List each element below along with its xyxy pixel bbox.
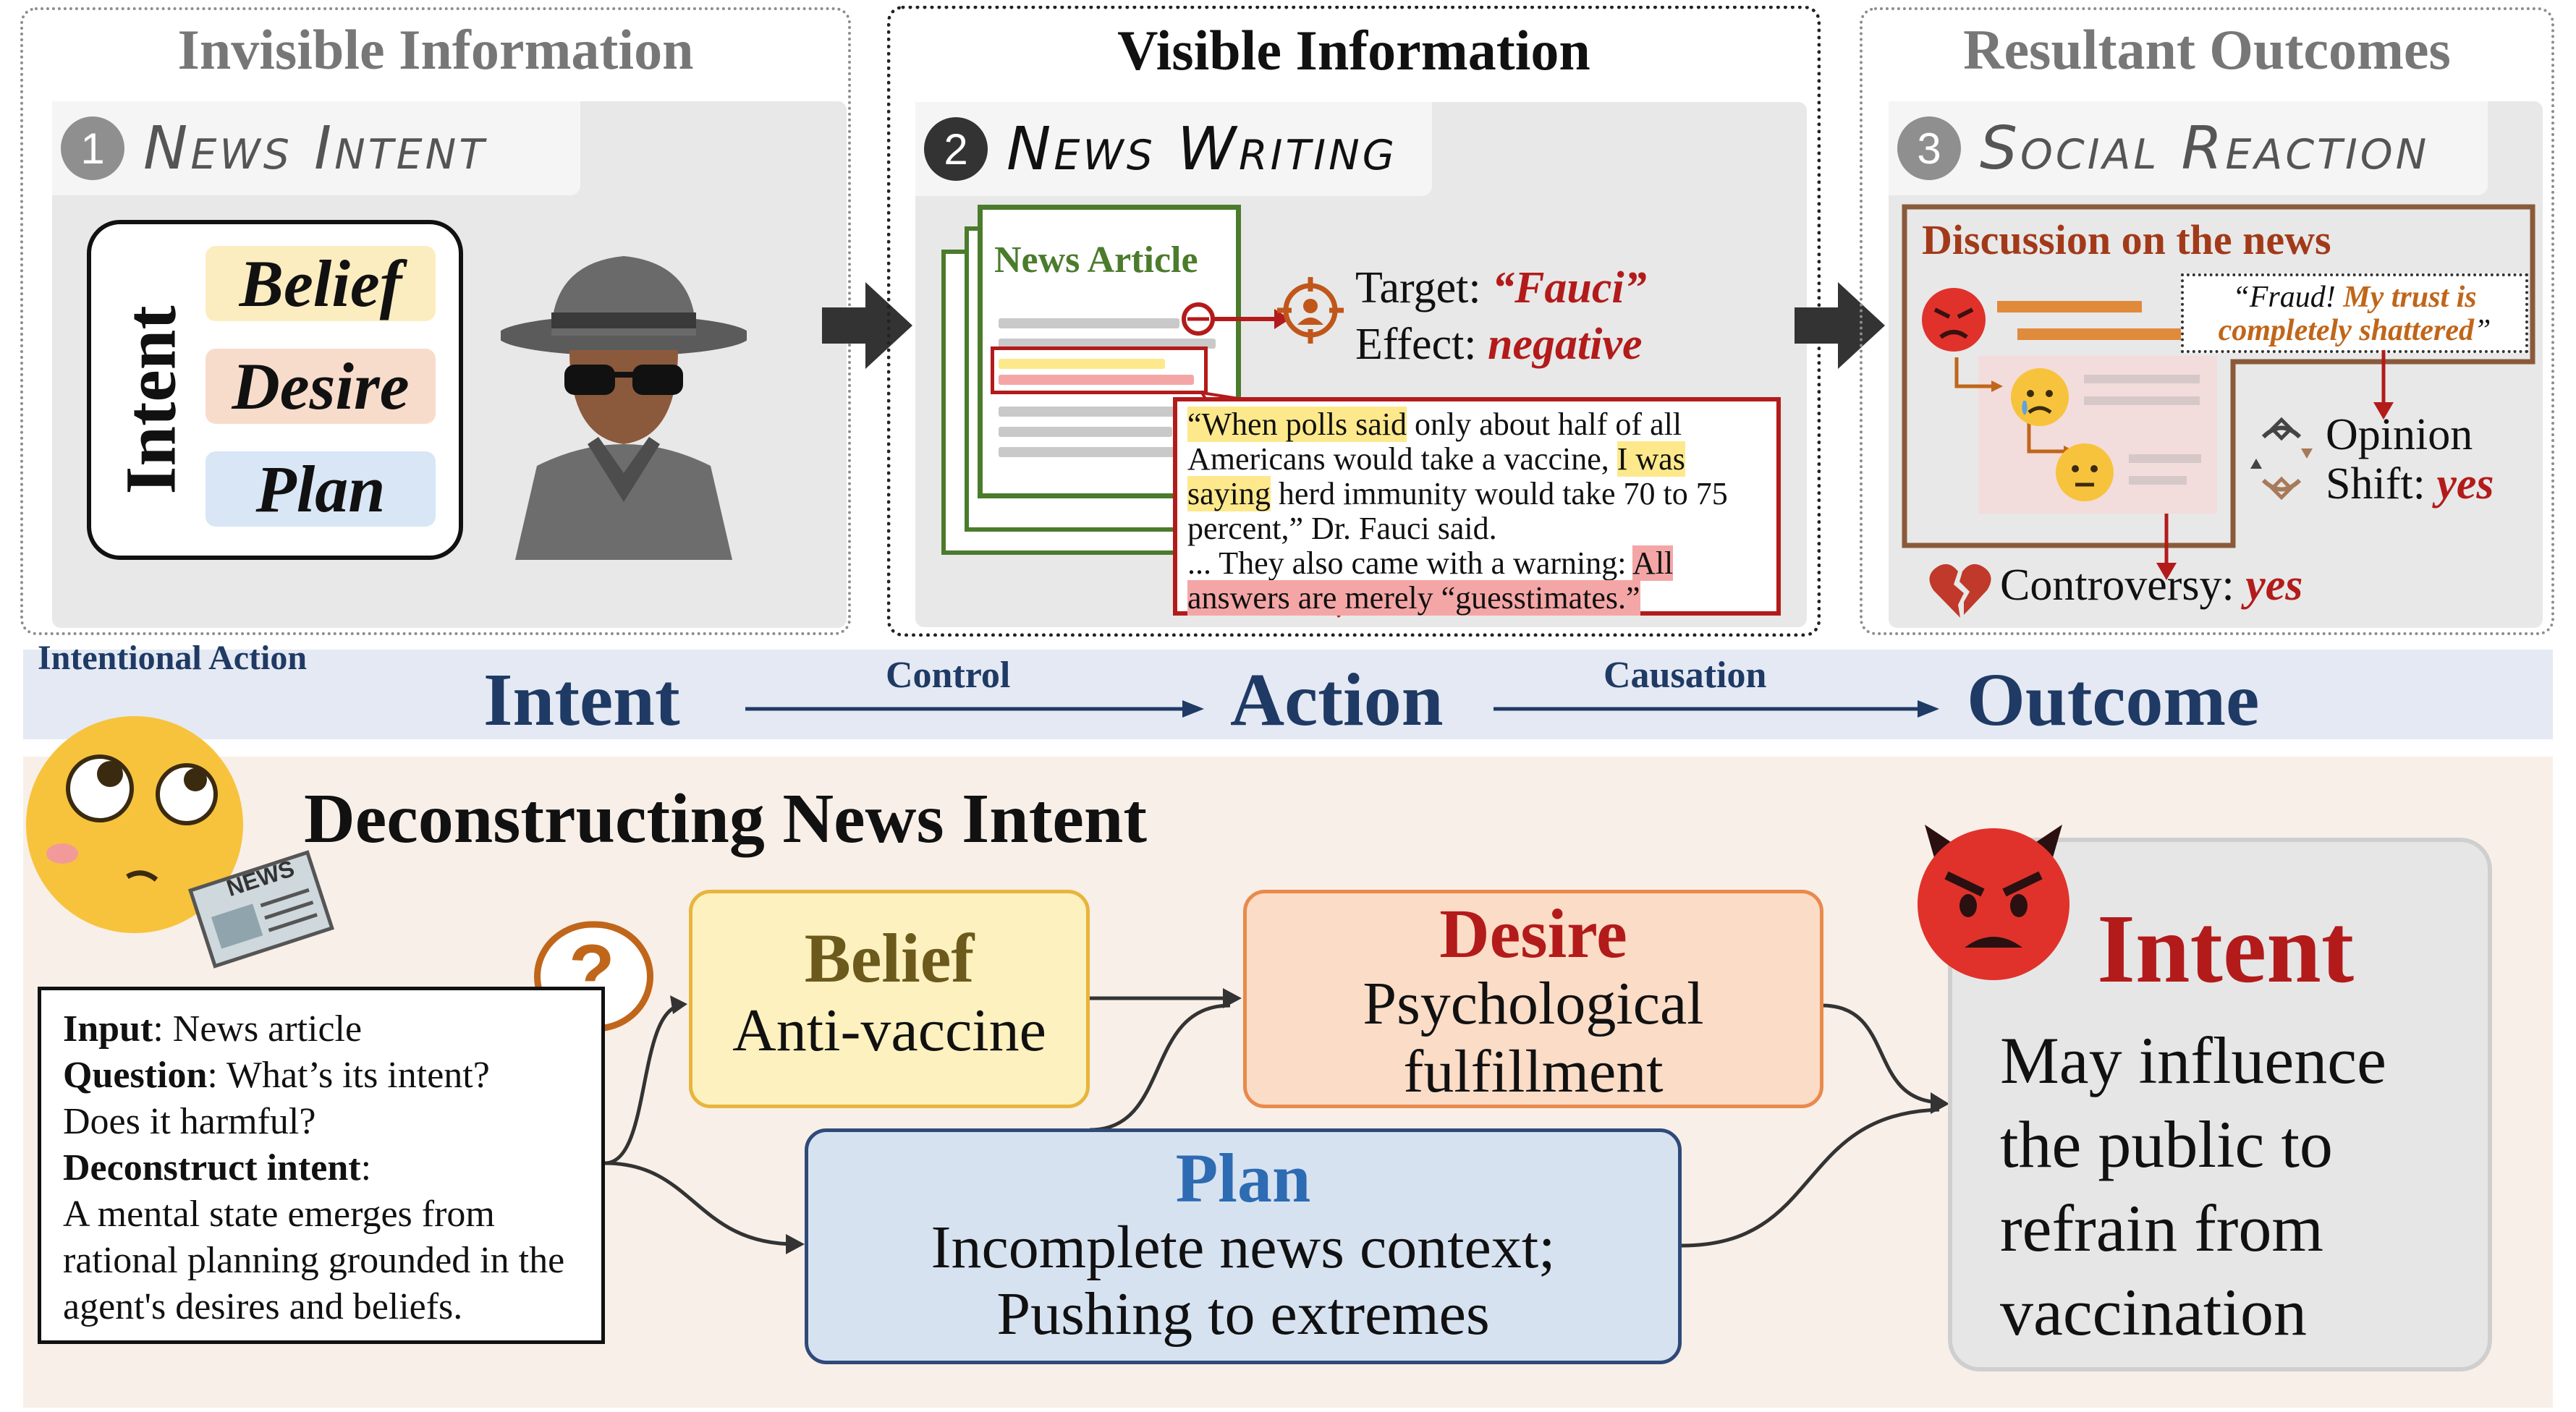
input-description-box: Input: News article Question: What’s its… (38, 987, 605, 1344)
question-line2: Does it harmful? (63, 1101, 316, 1142)
discussion-frame (1902, 204, 2535, 548)
plan-box: Plan Incomplete news context; Pushing to… (805, 1128, 1682, 1364)
quote-box: “When polls said only about half of all … (1173, 397, 1781, 616)
newspaper-icon (188, 850, 334, 969)
quote-highlight-frame (991, 346, 1208, 394)
step-1-badge: 1 (61, 116, 124, 180)
flow-outcome: Outcome (1967, 658, 2260, 741)
broken-heart-icon (1929, 563, 1991, 618)
thinking-face-icon (26, 716, 243, 933)
news-article-title: News Article (994, 239, 1198, 281)
comment-text-1: “Fraud! (2232, 281, 2344, 314)
effect-value: negative (1488, 320, 1643, 369)
plan-title: Plan (1175, 1139, 1311, 1217)
controversy-label: Controversy: (2000, 561, 2234, 610)
desire-pill: Desire (206, 349, 436, 424)
comment-text-2: My trust is completely shattered (2218, 281, 2477, 347)
input-label: Input (63, 1008, 153, 1050)
outcomes-title: Resultant Outcomes (1963, 18, 2451, 81)
comment-text-3: ” (2474, 314, 2491, 347)
visible-info-panel: Visible Information 2 News Writing News … (887, 6, 1821, 637)
target-value: “Fauci” (1492, 263, 1647, 312)
quote-highlight-1: “When polls said (1187, 407, 1407, 442)
angry-devil-icon (1918, 825, 2069, 980)
belief-pill: Belief (206, 246, 436, 321)
news-intent-tab: 1 News Intent (52, 101, 580, 195)
controversy-value: yes (2245, 561, 2303, 610)
discussion-title: Discussion on the news (1922, 216, 2331, 263)
quote-text-1: only about half of all Americans would t… (1187, 407, 1682, 477)
arrow-right-icon (1795, 282, 1885, 369)
belief-title: Belief (804, 919, 975, 997)
controversy-line: Controversy: yes (2000, 560, 2302, 611)
shift-value: yes (2436, 459, 2494, 509)
belief-box: Belief Anti-vaccine (689, 890, 1090, 1108)
invisible-info-panel: Invisible Information 1 News Intent Inte… (20, 7, 851, 635)
neutral-face-icon (2056, 443, 2114, 501)
flow-arrow-control (745, 700, 1204, 718)
news-writing-label: News Writing (1007, 114, 1397, 184)
question-label: Question (63, 1055, 208, 1096)
desire-text: Psychological fulfillment (1363, 970, 1704, 1105)
intentional-action-band (23, 650, 2553, 739)
target-label: Target: (1355, 263, 1481, 312)
opinion-label: Opinion (2326, 410, 2473, 459)
target-line: Target: “Fauci” (1355, 263, 1647, 314)
plan-text-1: Incomplete news context; (931, 1214, 1556, 1281)
social-reaction-tab: 3 Social Reaction (1889, 101, 2488, 195)
angry-face-icon (1922, 288, 1986, 352)
outcomes-panel: Resultant Outcomes 3 Social Reaction Dis… (1860, 7, 2554, 635)
visible-info-title: Visible Information (1117, 19, 1590, 82)
intent-result-box: Intent May influence the public to refra… (1948, 838, 2492, 1371)
target-connector (1182, 302, 1290, 336)
social-reaction-label: Social Reaction (1980, 114, 2430, 183)
comment-bubble: “Fraud! My trust is completely shattered… (2181, 273, 2528, 353)
flow-intent: Intent (483, 658, 680, 741)
intent-result-title: Intent (2097, 895, 2355, 1003)
deconstruct-colon: : (360, 1147, 372, 1188)
deconstruct-text: A mental state emerges from rational pla… (63, 1194, 565, 1327)
quote-text-3: ... They also came with a warning: (1187, 545, 1633, 581)
news-intent-label: News Intent (143, 114, 488, 183)
target-icon (1277, 277, 1344, 344)
flow-action: Action (1230, 658, 1444, 741)
arrow-right-icon (822, 282, 912, 369)
intent-result-text: May influence the public to refrain from… (2000, 1024, 2386, 1349)
invisible-info-title: Invisible Information (177, 18, 694, 81)
step-3-badge: 3 (1897, 116, 1961, 180)
shift-line: Shift: yes (2326, 459, 2494, 510)
quote-text-2: herd immunity would take 70 to 75 percen… (1187, 476, 1728, 546)
sad-face-icon (2011, 368, 2069, 426)
effect-line: Effect: negative (1355, 319, 1643, 370)
flow-arrow-causation (1494, 700, 1939, 718)
arrow-down-controversy (2156, 514, 2177, 580)
plan-text-2: Pushing to extremes (996, 1280, 1490, 1348)
belief-text: Anti-vaccine (732, 997, 1046, 1064)
step-2-badge: 2 (924, 117, 988, 181)
shift-label: Shift: (2326, 459, 2425, 509)
input-value: : News article (153, 1008, 363, 1050)
deconstruct-label: Deconstruct intent (63, 1147, 361, 1188)
intentional-action-label: Intentional Action (38, 639, 308, 677)
shift-cycle-icon (2250, 417, 2313, 501)
question-value: : What’s its intent? (207, 1055, 490, 1096)
flow-causation-label: Causation (1603, 655, 1767, 696)
desire-box: Desire Psychological fulfillment (1243, 890, 1823, 1108)
news-article-document: News Article (978, 205, 1241, 498)
news-writing-tab: 2 News Writing (915, 102, 1432, 196)
intent-card: Intent Belief Desire Plan (87, 220, 463, 560)
spy-icon (501, 256, 747, 560)
deconstruct-title: Deconstructing News Intent (304, 780, 1147, 858)
effect-label: Effect: (1355, 320, 1477, 369)
flow-control-label: Control (886, 655, 1011, 696)
arrow-down-opinion (2373, 350, 2394, 420)
plan-pill: Plan (206, 451, 436, 527)
desire-title: Desire (1439, 895, 1627, 972)
